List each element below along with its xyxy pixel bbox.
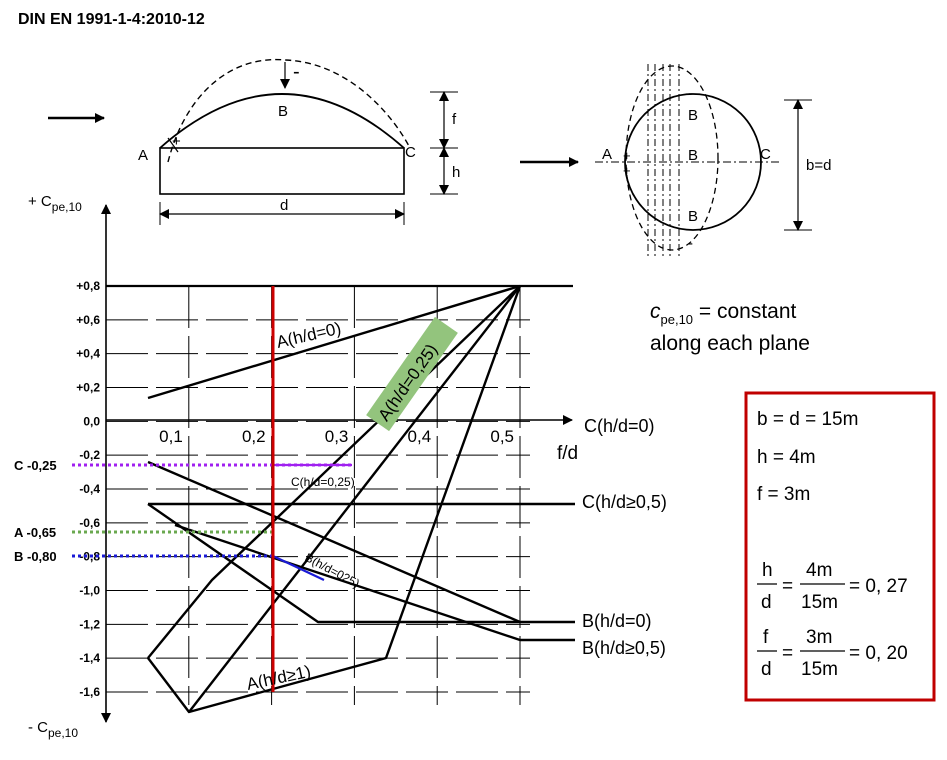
chart-series-line [147,285,522,714]
frac1-num: 4m [806,560,832,581]
frac1-den: 15m [801,592,838,613]
caption-sub: pe,10 [661,312,694,327]
y-axis-top-label: + Cpe,10 [28,193,82,214]
y-tick-label: -1,2 [79,617,100,631]
chart-series-line [147,503,575,624]
point-a-side: A [138,147,148,164]
label-a-h025: A(h/d=0,25) [374,340,441,424]
frac1-eq: = [782,576,793,597]
x-tick-label: 0,1 [159,427,183,446]
point-c-side: C [405,144,416,161]
frac1-den-left: d [761,592,772,613]
frac2-num-left: f [763,627,769,648]
pressure-arrow [167,137,179,153]
label-a-h1: A(h/d≥1) [245,662,313,694]
frac2-num: 3m [806,627,832,648]
y-tick-label: -0,2 [79,448,100,462]
label-a-h025-bg [366,316,458,432]
y-axis-bottom-label: - Cpe,10 [28,719,78,740]
readout-label-b: B -0,80 [14,549,57,564]
y-tick-label: +0,8 [76,279,100,293]
dim-d-label: d [280,197,288,214]
minus-sign-plan-bottom: - [688,235,693,252]
example-box: b = d = 15m h = 4m f = 3m h d = 4m 15m =… [744,391,936,702]
dim-bd-label: b=d [806,157,831,174]
label-b-h05: B(h/d≥0,5) [582,638,666,658]
y-tick-label: -1,6 [79,685,100,699]
plan-dashed-outline [625,65,719,251]
y-tick-label: -0,6 [79,516,100,530]
x-tick-label: 0,4 [408,427,432,446]
readout-label-a: A -0,65 [14,525,56,540]
y-tick-labels: +0,8 +0,6 +0,4 +0,2 0,0 -0,2 -0,4 -0,6 -0,8 -1,0 -… [76,279,100,699]
y-tick-label: 0,0 [83,414,100,428]
plus-sign-side: + [172,133,181,150]
point-b-side: B [278,103,288,120]
x-tick-label: 0,2 [242,427,266,446]
box-line-bd: b = d = 15m [757,409,858,430]
minus-sign-side: - [293,61,300,83]
chart-series-line [188,285,521,713]
x-tick-label: 0,3 [325,427,349,446]
point-a-plan: A [602,146,612,163]
label-c-h05: C(h/d≥0,5) [582,492,667,512]
label-c-h0: C(h/d=0) [584,416,655,436]
y-tick-label: -1,0 [79,584,100,598]
box-line-f: f = 3m [757,484,810,505]
dome-side-view: - + A B C f h d [48,58,460,225]
chart-curves [147,284,575,714]
minus-sign-plan-top: - [688,85,693,102]
plan-caption-line2: along each plane [650,332,810,355]
x-tick-labels: 0,1 0,2 0,3 0,4 0,5 [159,427,514,446]
point-c-plan: C [760,146,771,163]
y-tick-label: -0,4 [79,482,100,496]
dim-f-label: f [452,111,457,128]
readout-label-c: C -0,25 [14,458,57,473]
point-b-top-plan: B [688,107,698,124]
box-line-h: h = 4m [757,447,816,468]
dim-h-label: h [452,164,460,181]
label-c-h025: C(h/d=0,25) [291,475,355,489]
caption-rest: = constant [693,300,796,323]
y-tick-label: -1,4 [79,651,100,665]
dome-cylinder-base [159,147,405,195]
b-h025-segment [272,555,325,581]
dome-plan-view: A B B B C - - + + b=d cpe,10 = constant … [520,64,831,355]
cpe-chart: + Cpe,10 - Cpe,10 f/d +0,8 +0,6 +0,4 +0,2 0,… [14,193,667,740]
pressure-dashed-curve [167,58,411,163]
frac2-den: 15m [801,659,838,680]
example-box-border [744,391,936,702]
plus-sign-plan-2: + [623,163,631,178]
y-tick-label: +0,4 [76,347,100,361]
frac2-result: = 0, 20 [849,643,908,664]
label-b-h0: B(h/d=0) [582,611,652,631]
x-axis-label: f/d [557,443,578,464]
frac2-eq: = [782,643,793,664]
document-title: DIN EN 1991-1-4:2010-12 [18,11,205,28]
point-b-mid-plan: B [688,147,698,164]
chart-grid [106,285,530,705]
label-a-h0: A(h/d=0) [275,319,343,352]
point-b-bottom-plan: B [688,208,698,225]
chart-series-line [147,460,521,624]
plan-caption-line1: cpe,10 = constant [650,300,797,327]
x-tick-label: 0,5 [490,427,514,446]
y-tick-label: -0,8 [79,550,100,564]
frac2-den-left: d [761,659,772,680]
y-tick-label: +0,6 [76,313,100,327]
dome-arc [159,93,405,149]
caption-c: c [650,300,661,323]
frac1-result: = 0, 27 [849,576,908,597]
frac1-num-left: h [762,560,773,581]
y-tick-label: +0,2 [76,381,100,395]
plus-sign-plan-1: + [623,148,631,163]
chart-series-line [147,284,521,400]
